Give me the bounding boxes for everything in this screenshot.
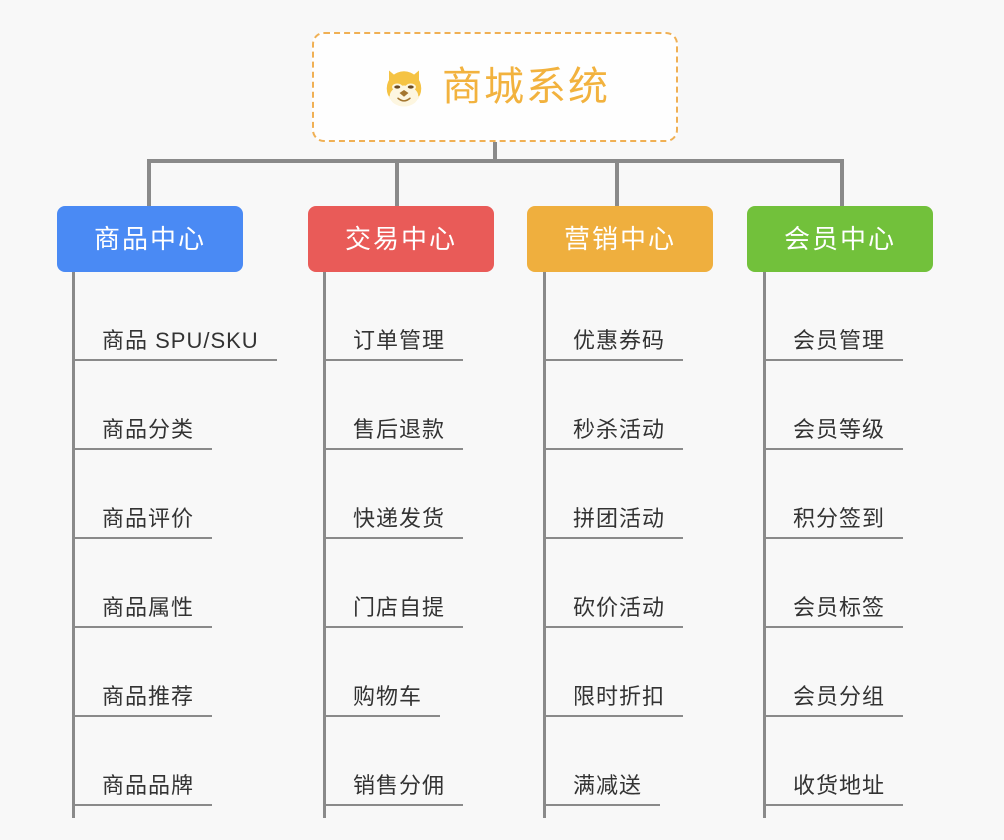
root-title: 商城系统 xyxy=(442,65,610,109)
leaf-label: 商品评价 xyxy=(102,505,195,531)
leaf-label: 订单管理 xyxy=(353,327,446,353)
leaf-label: 快递发货 xyxy=(353,505,446,531)
leaf-item[interactable]: 售后退款 xyxy=(323,361,464,450)
leaf-item[interactable]: 快递发货 xyxy=(323,450,464,539)
category-label-2: 交易中心 xyxy=(344,224,457,254)
connector-drop-2 xyxy=(395,159,399,208)
leaf-item[interactable]: 拼团活动 xyxy=(543,450,684,539)
leaf-label: 会员分组 xyxy=(793,683,886,709)
leaf-item[interactable]: 砍价活动 xyxy=(543,539,684,628)
category-box-2[interactable]: 交易中心 xyxy=(308,206,494,272)
leaf-item[interactable]: 商品属性 xyxy=(72,539,213,628)
leaf-label: 售后退款 xyxy=(353,416,446,442)
leaf-item[interactable]: 限时折扣 xyxy=(543,628,684,717)
leaf-item[interactable]: 收货地址 xyxy=(763,717,904,806)
leaf-label: 商品推荐 xyxy=(102,683,195,709)
leaf-spine-2 xyxy=(323,272,326,818)
leaf-item[interactable]: 商品评价 xyxy=(72,450,213,539)
leaf-item[interactable]: 会员等级 xyxy=(763,361,904,450)
leaf-spine-3 xyxy=(543,272,546,818)
leaf-label: 限时折扣 xyxy=(573,683,666,709)
category-box-1[interactable]: 商品中心 xyxy=(57,206,243,272)
leaf-label: 积分签到 xyxy=(793,505,886,531)
leaf-label: 收货地址 xyxy=(793,772,886,798)
leaf-label: 会员标签 xyxy=(793,594,886,620)
root-node[interactable]: 商城系统 xyxy=(312,32,678,142)
leaf-spine-4 xyxy=(763,272,766,818)
leaf-label: 会员管理 xyxy=(793,327,886,353)
leaf-item[interactable]: 门店自提 xyxy=(323,539,464,628)
leaf-label: 砍价活动 xyxy=(573,594,666,620)
connector-horizontal-bus xyxy=(147,159,844,163)
leaf-item[interactable]: 会员分组 xyxy=(763,628,904,717)
leaf-item[interactable]: 商品品牌 xyxy=(72,717,213,806)
leaf-label: 购物车 xyxy=(353,683,423,709)
category-box-3[interactable]: 营销中心 xyxy=(527,206,713,272)
leaf-label: 商品属性 xyxy=(102,594,195,620)
connector-drop-3 xyxy=(615,159,619,208)
leaf-label: 门店自提 xyxy=(353,594,446,620)
leaf-label: 优惠券码 xyxy=(573,327,666,353)
leaf-item[interactable]: 销售分佣 xyxy=(323,717,464,806)
leaf-label: 商品分类 xyxy=(102,416,195,442)
leaf-item[interactable]: 秒杀活动 xyxy=(543,361,684,450)
category-box-4[interactable]: 会员中心 xyxy=(747,206,933,272)
leaf-item[interactable]: 商品 SPU/SKU xyxy=(72,272,277,361)
connector-drop-1 xyxy=(147,159,151,208)
leaf-item[interactable]: 会员管理 xyxy=(763,272,904,361)
leaf-label: 秒杀活动 xyxy=(573,416,666,442)
leaf-item[interactable]: 优惠券码 xyxy=(543,272,684,361)
leaf-item[interactable]: 积分签到 xyxy=(763,450,904,539)
leaf-label: 商品品牌 xyxy=(102,772,195,798)
leaf-item[interactable]: 满减送 xyxy=(543,717,661,806)
leaf-label: 拼团活动 xyxy=(573,505,666,531)
leaf-item[interactable]: 商品分类 xyxy=(72,361,213,450)
category-label-4: 会员中心 xyxy=(783,224,896,254)
category-label-3: 营销中心 xyxy=(563,224,676,254)
connector-root-stem xyxy=(493,142,497,163)
connector-drop-4 xyxy=(840,159,844,208)
leaf-item[interactable]: 购物车 xyxy=(323,628,441,717)
category-label-1: 商品中心 xyxy=(93,224,206,254)
leaf-label: 满减送 xyxy=(573,772,643,798)
leaf-item[interactable]: 订单管理 xyxy=(323,272,464,361)
leaf-label: 销售分佣 xyxy=(353,772,446,798)
leaf-item[interactable]: 会员标签 xyxy=(763,539,904,628)
leaf-spine-1 xyxy=(72,272,75,818)
dog-face-icon xyxy=(386,70,422,107)
leaf-item[interactable]: 商品推荐 xyxy=(72,628,213,717)
leaf-label: 商品 SPU/SKU xyxy=(102,327,259,353)
leaf-label: 会员等级 xyxy=(793,416,886,442)
